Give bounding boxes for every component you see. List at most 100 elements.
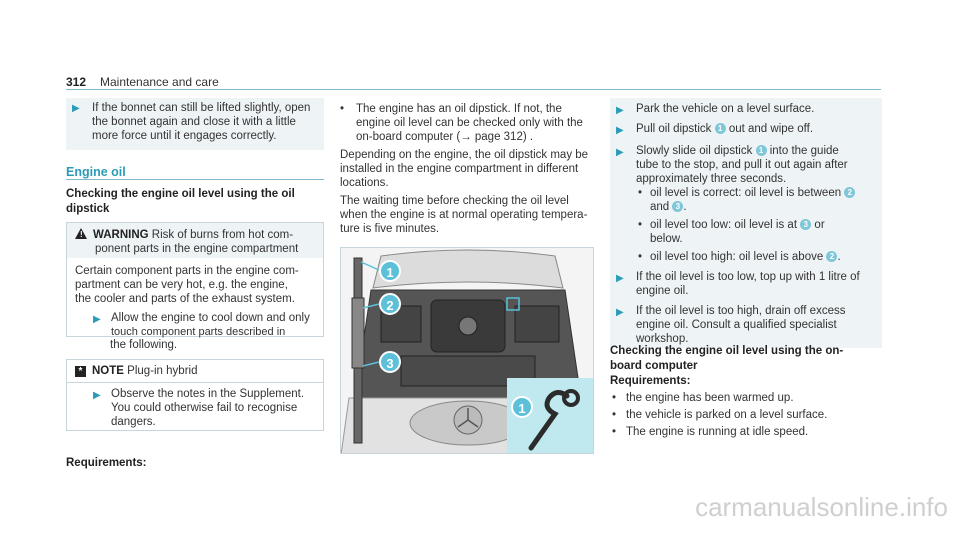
step-arrow-icon: ▶ xyxy=(72,103,80,114)
step-arrow-icon: ▶ xyxy=(93,314,101,325)
warning-body-line: Certain component parts in the engine co… xyxy=(75,265,299,277)
note-step-line: You could otherwise fail to recognise xyxy=(111,402,298,414)
warning-body-line: partment can be very hot, e.g. the engin… xyxy=(75,279,288,291)
callout-badge: 2 xyxy=(844,187,856,198)
warning-step-line: touch component parts described in xyxy=(111,325,285,339)
warning-title-line: !WARNING Risk of burns from hot com- xyxy=(75,228,293,243)
warning-triangle-icon: ! xyxy=(75,228,87,239)
note-step-line: Observe the notes in the Supplement. xyxy=(111,388,305,400)
sub-bullet-text: or xyxy=(814,219,825,231)
note-step-line: dangers. xyxy=(111,416,156,428)
sub-bullet-text: . xyxy=(683,201,687,213)
image-callout-3: 3 xyxy=(379,351,401,373)
warning-header xyxy=(67,223,323,258)
sub-bullet-text: . xyxy=(837,251,841,263)
para-line: installed in the engine compartment in d… xyxy=(340,163,579,175)
warning-body-line: the cooler and parts of the exhaust syst… xyxy=(75,293,295,305)
bullet-dot: • xyxy=(340,103,345,115)
step-arrow-icon: ▶ xyxy=(616,125,624,136)
requirements-label: Requirements: xyxy=(66,457,147,469)
note-label: NOTE xyxy=(92,365,124,377)
subheading-onboard-computer: Checking the engine oil level using the … xyxy=(610,344,843,389)
callout-badge: 3 xyxy=(800,219,812,230)
step-line: more force until it engages correctly. xyxy=(92,130,277,142)
step-arrow-icon: ▶ xyxy=(616,147,624,158)
note-divider xyxy=(67,382,323,383)
engine-compartment-image: 1 2 3 1 xyxy=(340,247,594,454)
warning-step-line: Allow the engine to cool down and only xyxy=(111,312,310,324)
sub-bullet-low: oil level too low: oil level is at 3 or xyxy=(650,218,825,233)
page-header-title: Maintenance and care xyxy=(100,75,219,89)
step-top-up-line: If the oil level is too low, top up with… xyxy=(636,271,860,283)
sub-bullet-high: oil level too high: oil level is above 2… xyxy=(650,250,841,265)
sub-bullet-low-cont: below. xyxy=(650,233,683,245)
warning-box: !WARNING Risk of burns from hot com- pon… xyxy=(66,222,324,339)
warning-title-text: Risk of burns from hot com- xyxy=(151,229,294,241)
step-line: the bonnet again and close it with a lit… xyxy=(92,116,296,128)
requirement-item: The engine is running at idle speed. xyxy=(626,426,809,438)
subheading-dipstick: Checking the engine oil level using the … xyxy=(66,187,295,217)
subheading-line: Checking the engine oil level using the … xyxy=(610,345,844,357)
callout-badge: 3 xyxy=(672,201,684,212)
para-line: Depending on the engine, the oil dipstic… xyxy=(340,149,589,161)
sub-bullet-text: and xyxy=(650,201,670,213)
requirement-item: the vehicle is parked on a level surface… xyxy=(626,409,828,421)
callout-badge: 1 xyxy=(714,123,726,134)
sub-bullet-text: oil level too low: oil level is at xyxy=(650,219,798,231)
sub-bullet-correct: oil level is correct: oil level is betwe… xyxy=(650,186,856,201)
step-text: Pull oil dipstick xyxy=(636,123,712,135)
step-arrow-icon: ▶ xyxy=(93,390,101,401)
step-top-up-line: engine oil. xyxy=(636,285,689,297)
bullet-dot: • xyxy=(612,426,617,438)
sub-bullet-text: oil level is correct: oil level is betwe… xyxy=(650,187,842,199)
step-slide-line: Slowly slide oil dipstick 1 into the gui… xyxy=(636,144,839,159)
para-line: The waiting time before checking the oil… xyxy=(340,195,569,207)
step-text: Slowly slide oil dipstick xyxy=(636,145,753,157)
note-asterisk-icon: * xyxy=(75,366,86,377)
bullet-dot: • xyxy=(638,251,643,263)
warning-title-line: ponent parts in the engine compartment xyxy=(95,243,299,255)
bullet-line: on-board computer (→ page 312) . xyxy=(356,131,534,143)
subheading-line: board computer xyxy=(610,359,698,372)
steps-box xyxy=(610,98,882,348)
callout-badge: 2 xyxy=(826,251,838,262)
note-title-line: * NOTE Plug-in hybrid xyxy=(75,364,197,379)
bullet-dot: • xyxy=(612,409,617,421)
subheading-line: Checking the engine oil level using the … xyxy=(66,188,295,200)
page-number: 312 xyxy=(66,75,87,89)
image-callout-2: 2 xyxy=(379,293,401,315)
note-title: Plug-in hybrid xyxy=(127,365,198,377)
engine-illustration xyxy=(341,248,593,453)
bullet-line: engine oil level can be checked only wit… xyxy=(356,117,583,129)
callout-badge: 1 xyxy=(755,145,767,156)
sub-bullet-text: oil level too high: oil level is above xyxy=(650,251,824,263)
image-callout-1-inset: 1 xyxy=(511,396,533,418)
step-drain-line: engine oil. Consult a qualified speciali… xyxy=(636,319,837,331)
bullet-dot: • xyxy=(638,219,643,231)
para-line: when the engine is at normal operating t… xyxy=(340,209,588,221)
step-arrow-icon: ▶ xyxy=(616,105,624,116)
step-pull-dipstick: Pull oil dipstick 1 out and wipe off. xyxy=(636,122,813,137)
requirement-item: the engine has been warmed up. xyxy=(626,392,794,404)
step-park: Park the vehicle on a level surface. xyxy=(636,103,815,115)
image-callout-1: 1 xyxy=(379,260,401,282)
warning-step-text: touch component parts described in xyxy=(111,326,286,338)
section-title-engine-oil: Engine oil xyxy=(66,165,126,179)
para-line: ture is five minutes. xyxy=(340,223,440,235)
step-arrow-icon: ▶ xyxy=(616,307,624,318)
step-line: If the bonnet can still be lifted slight… xyxy=(92,102,311,114)
bullet-line: The engine has an oil dipstick. If not, … xyxy=(356,103,562,115)
step-drain-line: workshop. xyxy=(636,333,689,345)
header-rule xyxy=(66,89,881,90)
note-box: * NOTE Plug-in hybrid ▶ Observe the notes… xyxy=(66,359,324,431)
step-drain-line: If the oil level is too high, drain off … xyxy=(636,305,846,317)
step-text: into the guide xyxy=(769,145,839,157)
bullet-dot: • xyxy=(638,187,643,199)
watermark-text: carmanualsonline.info xyxy=(695,492,948,523)
bonnet-step-box: ▶ If the bonnet can still be lifted slig… xyxy=(66,98,324,150)
step-text: out and wipe off. xyxy=(728,123,814,135)
para-line: locations. xyxy=(340,177,389,189)
requirements-label: Requirements: xyxy=(610,374,691,387)
step-arrow-icon: ▶ xyxy=(616,273,624,284)
bullet-dot: • xyxy=(612,392,617,404)
